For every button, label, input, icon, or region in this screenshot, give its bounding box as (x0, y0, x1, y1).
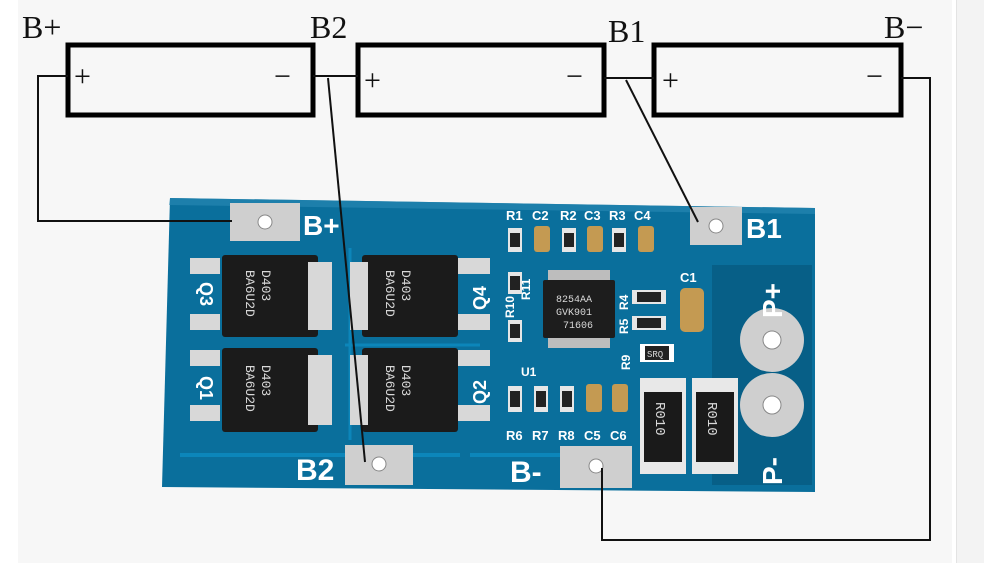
silk-c2: C2 (532, 208, 549, 223)
passives-bottom (508, 384, 628, 412)
capacitor-c1 (680, 288, 704, 332)
silk-u1: U1 (521, 365, 537, 379)
cell-3 (651, 42, 904, 118)
wire-b-minus (601, 77, 931, 541)
scroll-strip (956, 0, 984, 563)
mosfet-q3-marking-1: D403 (258, 270, 273, 301)
cell-3-minus: − (866, 60, 883, 93)
wire-b1 (625, 79, 699, 223)
silk-q4: Q4 (470, 286, 490, 310)
silk-p-minus: P- (757, 457, 788, 485)
label-b1: B1 (608, 13, 645, 49)
silk-r10: R10 (503, 296, 517, 318)
cell-2-plus: + (364, 64, 381, 97)
silk-q2: Q2 (470, 380, 490, 404)
cell-1 (65, 42, 316, 118)
silk-r7: R7 (532, 428, 549, 443)
label-b2: B2 (310, 9, 347, 45)
silk-b1: B1 (746, 213, 782, 244)
cell-2 (355, 42, 607, 118)
silk-r4: R4 (617, 294, 631, 310)
mosfets (190, 255, 490, 432)
mosfet-q1-marking-2: BA6U2D (242, 365, 257, 412)
controller-ic (543, 270, 615, 348)
silk-r1: R1 (506, 208, 523, 223)
cell-1-plus: + (74, 60, 91, 93)
shunt-1-marking: R010 (651, 402, 667, 436)
silk-q3: Q3 (196, 282, 216, 306)
silk-r2: R2 (560, 208, 577, 223)
solder-pads (230, 203, 804, 488)
mosfet-q2 (362, 348, 458, 432)
mosfet-q4 (362, 255, 458, 337)
cell-2-minus: − (566, 60, 583, 93)
wires (37, 75, 931, 541)
silk-r3: R3 (609, 208, 626, 223)
silk-c3: C3 (584, 208, 601, 223)
srq-marking: SRQ (647, 350, 663, 360)
mosfet-q3-marking-2: BA6U2D (242, 270, 257, 317)
silk-r5: R5 (617, 318, 631, 334)
label-b-plus: B+ (22, 9, 61, 45)
passives-top (508, 226, 654, 252)
silk-p-plus: P+ (757, 283, 788, 318)
label-b-minus: B− (884, 9, 923, 45)
shunt-resistors (640, 378, 738, 474)
mosfet-q1 (222, 348, 318, 432)
wire-b2 (327, 77, 366, 463)
mosfet-q4-marking-2: BA6U2D (382, 270, 397, 317)
wire-b-plus (37, 75, 232, 222)
silk-r8: R8 (558, 428, 575, 443)
cell-3-plus: + (662, 64, 679, 97)
mosfet-q1-marking-1: D403 (258, 365, 273, 396)
silk-r11: R11 (519, 278, 533, 300)
silk-c6: C6 (610, 428, 627, 443)
ic-marking-2: GVK901 (556, 308, 592, 319)
mosfet-q4-marking-1: D403 (398, 270, 413, 301)
mosfet-q2-marking-2: BA6U2D (382, 365, 397, 412)
silk-c1: C1 (680, 270, 697, 285)
mosfet-q3 (222, 255, 318, 337)
silk-b-plus: B+ (303, 210, 340, 241)
shunt-2-marking: R010 (703, 402, 719, 436)
battery-cells (65, 42, 904, 118)
silk-r6: R6 (506, 428, 523, 443)
ic-marking-1: 8254AA (556, 295, 592, 306)
ic-marking-3: 71606 (563, 321, 593, 332)
silk-b-minus: B- (510, 456, 542, 489)
silk-c4: C4 (634, 208, 651, 223)
cell-1-minus: − (274, 60, 291, 93)
silk-b2: B2 (296, 454, 334, 487)
silk-r9: R9 (619, 354, 633, 370)
mosfet-q2-marking-1: D403 (398, 365, 413, 396)
silk-q1: Q1 (196, 376, 216, 400)
silk-c5: C5 (584, 428, 601, 443)
